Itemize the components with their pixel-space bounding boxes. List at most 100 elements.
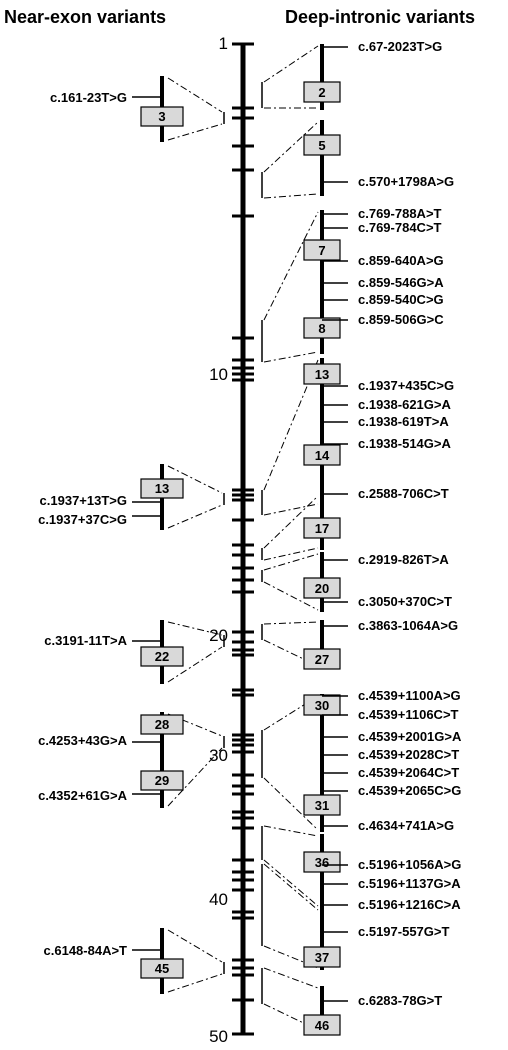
- variant-label: c.161-23T>G: [50, 90, 127, 105]
- zoom-connector: [167, 621, 223, 636]
- exon-box: [303, 794, 341, 816]
- exon-box: [303, 517, 341, 539]
- variant-label: c.859-640A>G: [358, 253, 444, 268]
- variant-label: c.6283-78G>T: [358, 993, 442, 1008]
- zoom-connector: [263, 863, 319, 911]
- deep-intronic-panels: 2 c.67-2023T>G 5 c.570+1798A>G 7 8 c.769-788A>…: [303, 39, 462, 1036]
- variant-label: c.4352+61G>A: [38, 788, 128, 803]
- zoom-connector: [263, 211, 319, 321]
- variant-label: c.859-506G>C: [358, 312, 444, 327]
- exon-box: [303, 946, 341, 968]
- axis-tick-label: 40: [209, 890, 228, 909]
- exon-box: [303, 363, 341, 385]
- exon-number: 46: [315, 1018, 329, 1033]
- zoom-connector: [263, 503, 319, 516]
- zoom-connector: [263, 547, 319, 561]
- near-exon-panels: 3 c.161-23T>G 13 c.1937+13T>G c.1937+37C>G 22…: [38, 76, 184, 994]
- exon-number: 17: [315, 521, 329, 536]
- exon-number: 2: [318, 85, 325, 100]
- variant-label: c.570+1798A>G: [358, 174, 454, 189]
- variant-label: c.5196+1056A>G: [358, 857, 461, 872]
- variant-label: c.4539+2065C>G: [358, 783, 461, 798]
- zoom-connector: [263, 121, 319, 173]
- exon-box: [303, 81, 341, 103]
- exon-number: 7: [318, 243, 325, 258]
- exon-number: 30: [315, 698, 329, 713]
- zoom-connector: [263, 859, 319, 907]
- zoom-connector: [263, 621, 319, 625]
- zoom-connector: [263, 967, 319, 989]
- variant-label: c.769-788A>T: [358, 206, 442, 221]
- variant-label: c.4539+2064C>T: [358, 765, 459, 780]
- zoom-connector: [167, 504, 223, 529]
- zoom-connector: [263, 351, 319, 363]
- exon-box: [303, 444, 341, 466]
- exon-number: 14: [315, 448, 330, 463]
- exon-box: [303, 317, 341, 339]
- variant-label: c.1937+435C>G: [358, 378, 454, 393]
- variant-label: c.5196+1137G>A: [358, 876, 461, 891]
- variant-label: c.1937+13T>G: [40, 493, 127, 508]
- zoom-connector: [167, 929, 223, 963]
- exon-number: 27: [315, 652, 329, 667]
- exon-box: [303, 1014, 341, 1036]
- variant-label: c.2588-706C>T: [358, 486, 449, 501]
- exon-number: 36: [315, 855, 329, 870]
- zoom-connector: [263, 825, 319, 837]
- zoom-connector: [167, 465, 223, 494]
- zoom-connector: [263, 359, 319, 491]
- axis-tick-label: 50: [209, 1027, 228, 1046]
- variant-label: c.3863-1064A>G: [358, 618, 458, 633]
- zoom-connector: [263, 45, 319, 83]
- exon-number: 37: [315, 950, 329, 965]
- exon-number: 5: [318, 138, 325, 153]
- zoom-connector: [263, 553, 319, 571]
- variant-label: c.1938-619T>A: [358, 414, 449, 429]
- exon-box: [140, 646, 184, 667]
- title-near-exon: Near-exon variants: [4, 7, 166, 27]
- exon-box: [303, 134, 341, 156]
- exon-box: [303, 851, 341, 873]
- zoom-connector: [167, 123, 223, 141]
- variant-label: c.4539+1106C>T: [358, 707, 459, 722]
- exon-box: [303, 648, 341, 670]
- zoom-connector: [263, 193, 319, 199]
- variant-label: c.1938-621G>A: [358, 397, 451, 412]
- variant-label: c.4539+2028C>T: [358, 747, 459, 762]
- exon-box: [140, 106, 184, 127]
- variant-label: c.3050+370C>T: [358, 594, 452, 609]
- exon-number: 29: [155, 773, 169, 788]
- exon-box: [140, 958, 184, 979]
- zoom-connector: [263, 495, 319, 549]
- variant-label: c.4634+741A>G: [358, 818, 454, 833]
- variant-label: c.1937+37C>G: [38, 512, 127, 527]
- variant-label: c.67-2023T>G: [358, 39, 442, 54]
- exon-box: [140, 714, 184, 735]
- zoom-connector: [167, 646, 223, 683]
- variant-label: c.4539+1100A>G: [358, 688, 461, 703]
- zoom-connector: [263, 777, 319, 831]
- variant-label: c.4253+43G>A: [38, 733, 128, 748]
- zoom-connector: [263, 695, 319, 731]
- axis-tick-label: 20: [209, 626, 228, 645]
- variant-label: c.859-540C>G: [358, 292, 444, 307]
- exon-number: 22: [155, 649, 169, 664]
- exon-box: [303, 577, 341, 599]
- zoom-connector: [167, 747, 223, 807]
- variant-label: c.4539+2001G>A: [358, 729, 462, 744]
- zoom-connector: [167, 713, 223, 737]
- exon-number: 20: [315, 581, 329, 596]
- variant-label: c.5197-557G>T: [358, 924, 449, 939]
- exon-number: 13: [315, 367, 329, 382]
- axis-tick-label: 30: [209, 746, 228, 765]
- exon-number: 31: [315, 798, 329, 813]
- variant-label: c.2919-826T>A: [358, 552, 449, 567]
- exon-box: [303, 239, 341, 261]
- title-deep-intronic: Deep-intronic variants: [285, 7, 475, 27]
- exon-number: 3: [158, 109, 165, 124]
- variant-label: c.769-784C>T: [358, 220, 442, 235]
- exon-number: 8: [318, 321, 325, 336]
- exon-number: 13: [155, 481, 169, 496]
- zoom-connector: [167, 973, 223, 993]
